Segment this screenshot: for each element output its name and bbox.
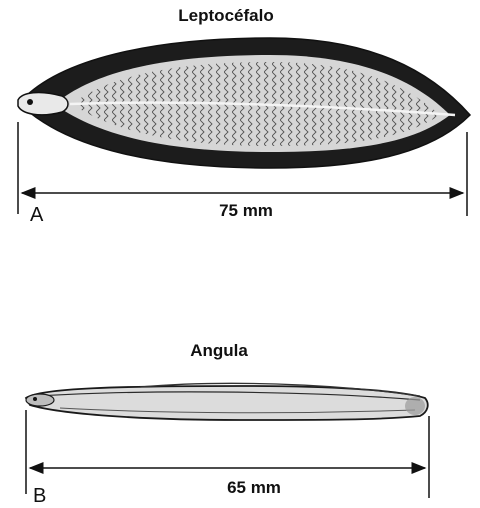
- glass-eel-head: [26, 394, 54, 406]
- panel-b-letter: B: [33, 485, 46, 508]
- panel-a-length-label: 75 mm: [219, 201, 273, 221]
- panel-a-title: Leptocéfalo: [178, 6, 273, 26]
- glass-eel-eye: [33, 397, 37, 401]
- leptocephalus-eye: [27, 99, 33, 105]
- leptocephalus-head: [18, 93, 68, 115]
- glass-eel-body: [26, 386, 428, 420]
- panel-a-letter: A: [30, 204, 43, 227]
- panel-b-title: Angula: [190, 341, 248, 361]
- leptocephalus-illustration: [18, 38, 470, 168]
- panel-b-length-label: 65 mm: [227, 478, 281, 498]
- glass-eel-tail: [405, 397, 425, 415]
- glass-eel-illustration: [26, 383, 428, 420]
